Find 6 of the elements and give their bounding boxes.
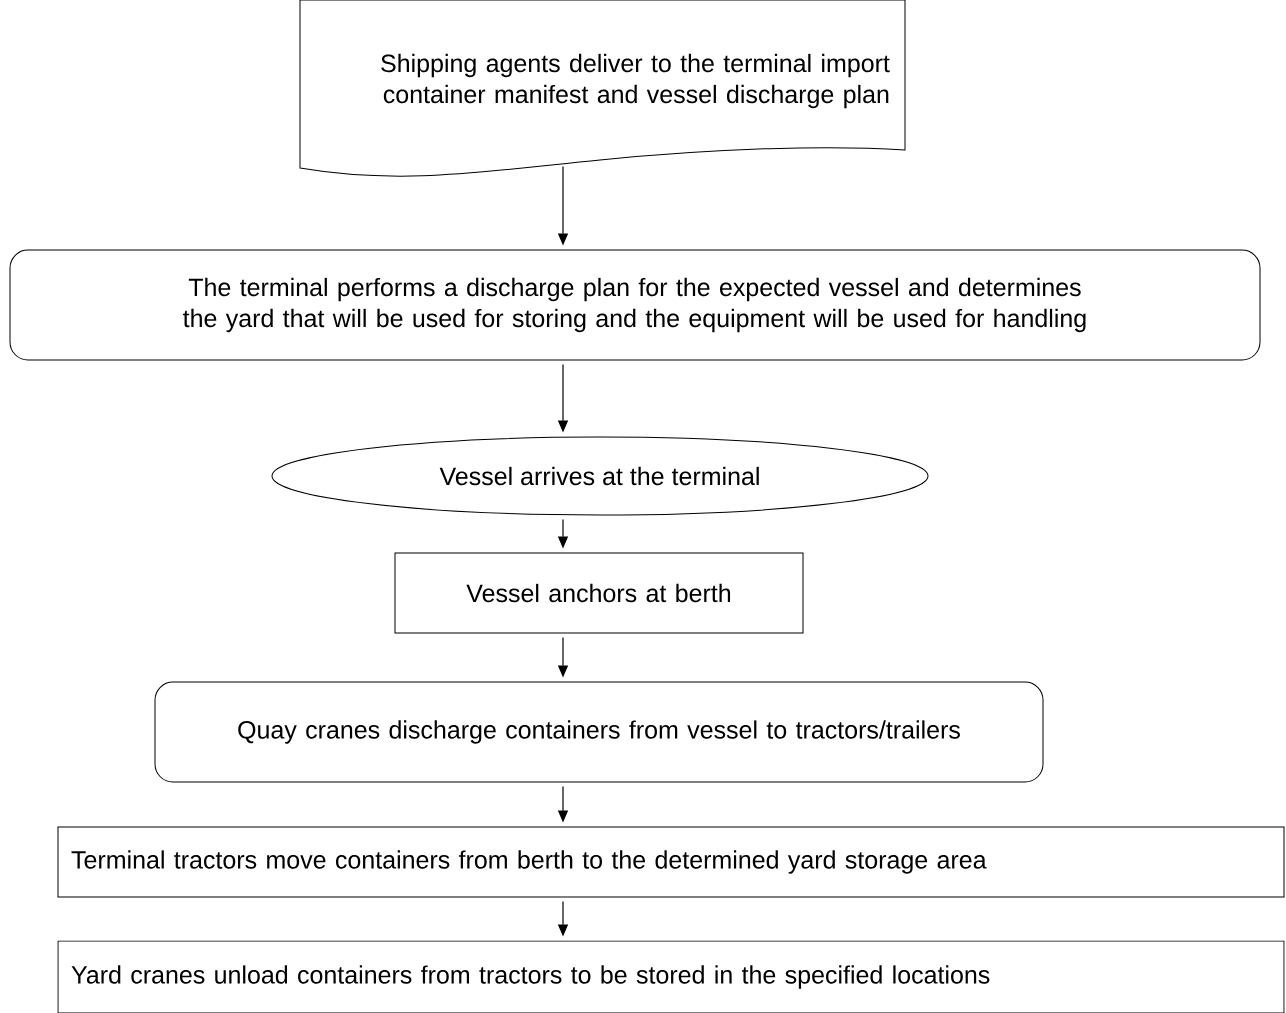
process-box: Quay cranes discharge containers from vessel to tractors/trailers: [154, 681, 1044, 783]
process-box: Yard cranes unload containers from tractors to be stored in the specified locations: [57, 940, 1285, 1013]
process-box: Vessel anchors at berth: [394, 552, 804, 634]
document-box: Shipping agents deliver to the terminal import container manifest and vessel discharge plan: [299, 0, 906, 177]
process-box: Terminal tractors move containers from berth to the determined yard storage area: [57, 826, 1285, 898]
process-box: The terminal performs a discharge plan for the expected vessel and determines the yard that will be used for storing and the equipment will be used for handling: [9, 249, 1261, 361]
